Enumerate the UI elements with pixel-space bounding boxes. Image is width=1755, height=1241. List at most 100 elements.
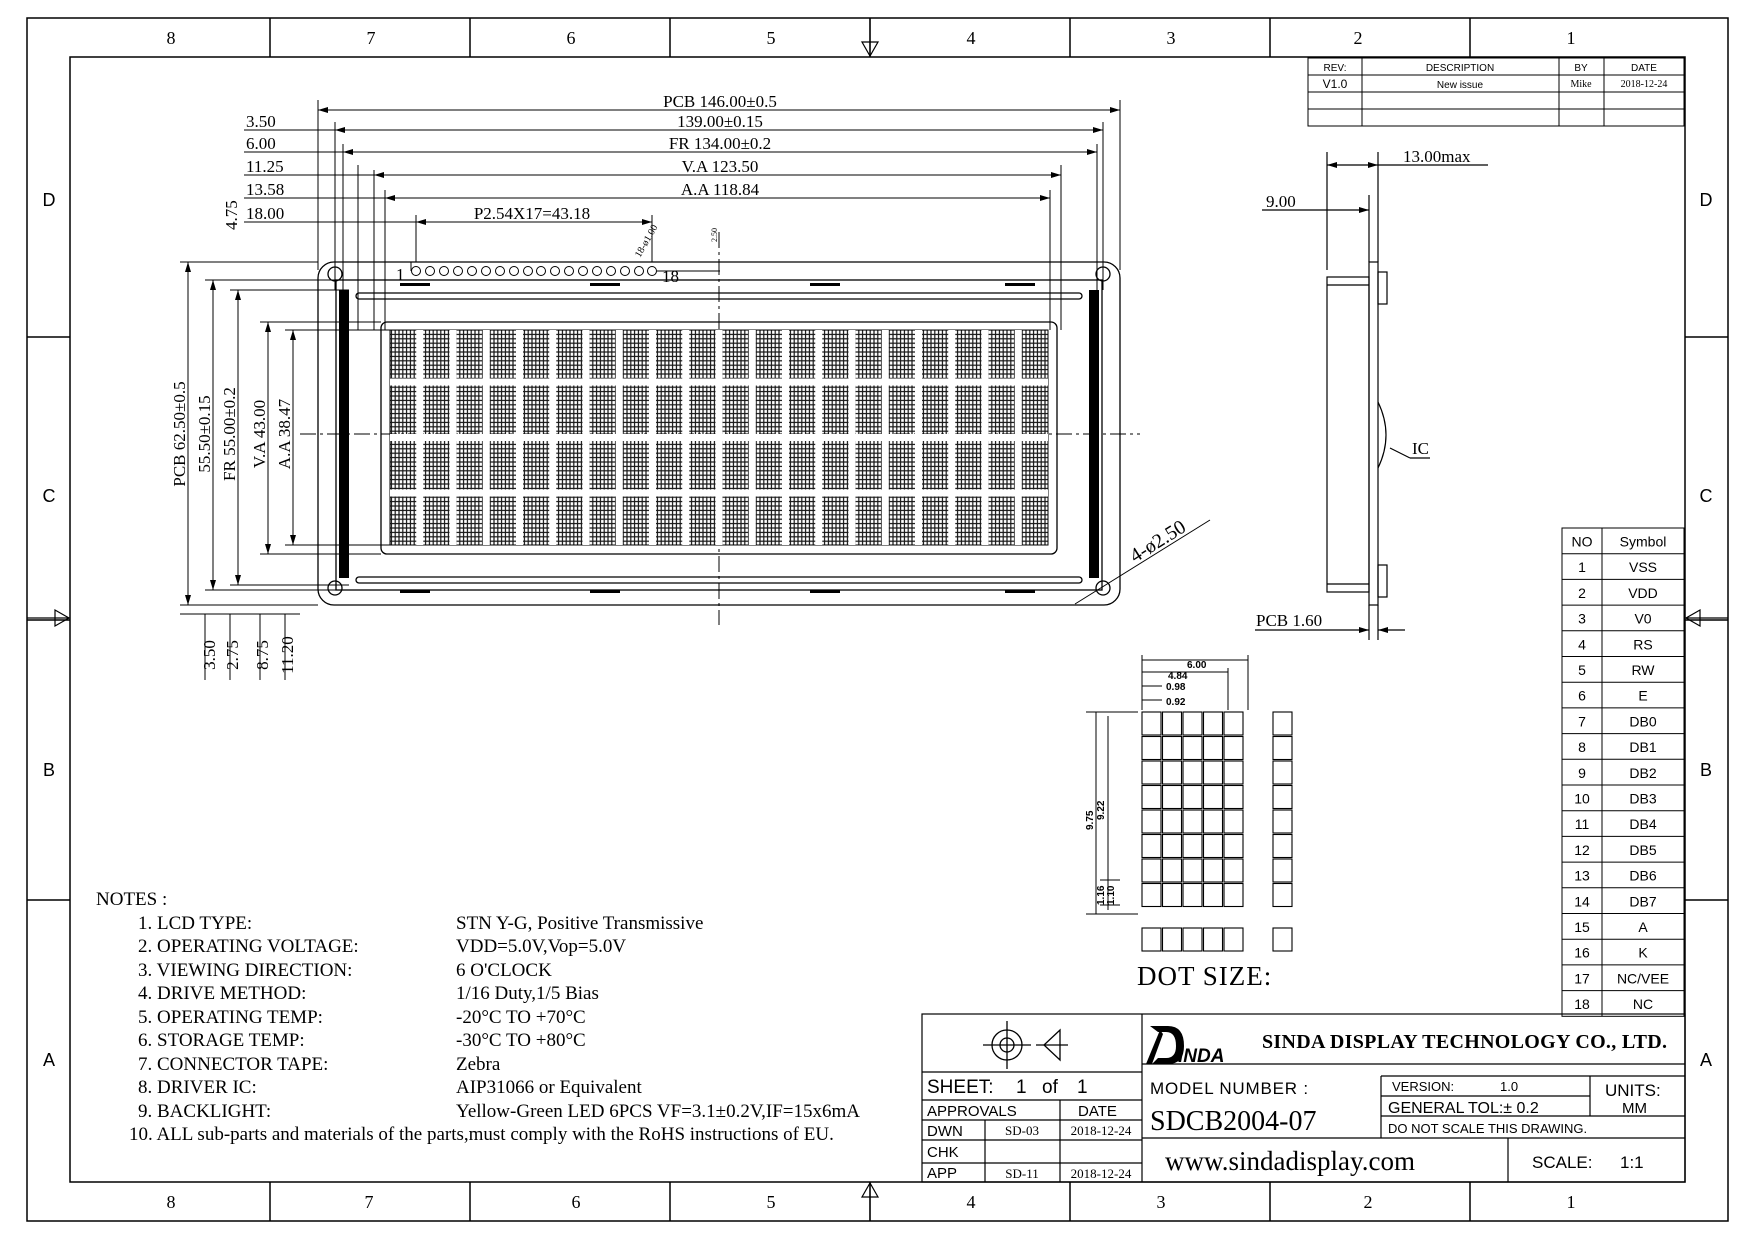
- pin-symbol: VDD: [1628, 585, 1658, 601]
- dot-dim: 9.75: [1085, 810, 1096, 830]
- dot-size-title: DOT SIZE:: [1137, 961, 1272, 991]
- model-number: SDCB2004-07: [1150, 1106, 1316, 1137]
- rev-cell: 2018-12-24: [1621, 79, 1668, 90]
- column-labels-bottom: 8 7 6 5 4 3 2 1: [167, 1192, 1576, 1212]
- notes: NOTES : 1. LCD TYPE:STN Y-G, Positive Tr…: [96, 888, 916, 1147]
- col-label: 2: [1354, 28, 1363, 48]
- row-label: C: [43, 486, 56, 506]
- dim-bottom-offset: 2.75: [223, 640, 242, 670]
- col-label: 5: [767, 1192, 776, 1212]
- pin-number: 8: [1578, 739, 1586, 755]
- units-label: UNITS:: [1605, 1081, 1661, 1100]
- rev-cell: Mike: [1570, 79, 1592, 90]
- dot-cell: [1272, 809, 1293, 834]
- notes-item: 3. VIEWING DIRECTION:6 O'CLOCK: [96, 959, 916, 983]
- row-label: D: [43, 190, 56, 210]
- dot-cell: [1182, 882, 1203, 908]
- dot-cell: [1161, 927, 1183, 952]
- dot-cell: [1223, 833, 1244, 859]
- dot-cell: [1141, 760, 1162, 785]
- pin-table-border: [1561, 527, 1685, 1017]
- col-label: 8: [167, 1192, 176, 1212]
- sheet-of: of: [1042, 1077, 1059, 1098]
- pin-number: 6: [1578, 688, 1586, 704]
- dot-cell: [1182, 927, 1203, 952]
- col-label: 7: [367, 28, 376, 48]
- row-label: B: [43, 760, 55, 780]
- pin-number: 7: [1578, 713, 1586, 729]
- dot-cell: [1141, 882, 1162, 908]
- title-block: INDA SINDA DISPLAY TECHNOLOGY CO., LTD. …: [921, 1013, 1686, 1183]
- dim-bottom-offset: 11.20: [278, 636, 297, 674]
- pin-number: 9: [1578, 765, 1586, 781]
- char-gap: [390, 378, 1048, 386]
- col-label: 6: [567, 28, 576, 48]
- notes-item: 9. BACKLIGHT: Yellow-Green LED 6PCS VF=3.…: [96, 1100, 916, 1124]
- pin-diameter-dim: 18-ø1.00: [633, 223, 660, 260]
- pin-symbol: K: [1638, 945, 1648, 961]
- side-max-dim: 13.00max: [1403, 147, 1471, 166]
- website: www.sindadisplay.com: [1165, 1146, 1415, 1176]
- sheet-total: 1: [1077, 1077, 1088, 1098]
- dim-left-offset: 13.58: [246, 180, 284, 199]
- rev-header: REV:: [1324, 63, 1347, 74]
- dot-cell: [1141, 711, 1162, 736]
- side-left-dim: 9.00: [1266, 192, 1296, 211]
- pin-symbol: DB4: [1629, 816, 1656, 832]
- dot-dim: 4.84: [1168, 671, 1188, 682]
- dim-frame-width: FR 134.00±0.2: [669, 134, 771, 153]
- version-label: VERSION:: [1392, 1079, 1454, 1094]
- row-label: B: [1700, 760, 1712, 780]
- dot-cell: [1161, 784, 1183, 810]
- pin-symbol: E: [1638, 688, 1647, 704]
- rev-header: BY: [1574, 63, 1588, 74]
- scale-value: 1:1: [1620, 1153, 1644, 1172]
- dot-cell: [1202, 809, 1224, 834]
- dot-cell: [1182, 760, 1203, 785]
- dot-cell: [1202, 927, 1224, 952]
- dim-bottom-offset: 8.75: [253, 640, 272, 670]
- dot-cell: [1202, 784, 1224, 810]
- pin-number: 17: [1574, 970, 1590, 986]
- pin-symbol: RS: [1633, 636, 1652, 652]
- notes-item-label: 5. OPERATING TEMP:: [138, 1006, 323, 1028]
- notes-item-value: -20°C TO +70°C: [456, 1006, 586, 1028]
- dot-cell: [1182, 784, 1203, 810]
- pin-number: 3: [1578, 611, 1586, 627]
- char-gap: [390, 489, 1048, 497]
- dim-active-area-height: A.A 38.47: [275, 398, 294, 469]
- notes-item-value: Yellow-Green LED 6PCS VF=3.1±0.2V,IF=15x…: [456, 1100, 860, 1122]
- revision-table: REV: DESCRIPTION BY DATE V1.0 New issue …: [1307, 57, 1685, 127]
- rev-header: DATE: [1631, 63, 1657, 74]
- notes-item-label: 3. VIEWING DIRECTION:: [138, 959, 353, 981]
- col-label: 3: [1157, 1192, 1166, 1212]
- notes-item-last: 10. ALL sub-parts and materials of the p…: [129, 1124, 834, 1145]
- dot-cell: [1272, 858, 1293, 883]
- notes-item-value: AIP31066 or Equivalent: [456, 1077, 642, 1098]
- model-label: MODEL NUMBER :: [1150, 1079, 1309, 1098]
- notes-item: 8. DRIVER IC:AIP31066 or Equivalent: [96, 1076, 916, 1100]
- pin-symbol: DB6: [1629, 868, 1656, 884]
- dot-cell: [1272, 784, 1293, 810]
- rev-cell: New issue: [1437, 80, 1484, 91]
- dim-left-offset: 3.50: [246, 112, 276, 131]
- pin-symbol: DB7: [1629, 893, 1656, 909]
- dot-cell: [1141, 833, 1162, 859]
- dot-cell: [1272, 882, 1293, 908]
- dot-cell: [1223, 809, 1244, 834]
- notes-item-label: 9. BACKLIGHT:: [138, 1100, 272, 1122]
- dot-cell: [1182, 735, 1203, 761]
- dot-cell: [1161, 760, 1183, 785]
- pin-number: 2: [1578, 585, 1586, 601]
- pin-header-symbol: Symbol: [1620, 534, 1667, 550]
- notes-item-label: 6. STORAGE TEMP:: [138, 1030, 305, 1051]
- dot-cell: [1161, 711, 1183, 736]
- dot-dim: 9.22: [1096, 800, 1107, 820]
- notes-item-value: VDD=5.0V,Vop=5.0V: [456, 936, 627, 957]
- col-label: 3: [1167, 28, 1176, 48]
- dot-size-detail: 6.00 4.84 0.98 0.92 9.75 9.22 1.16 1.10 …: [1085, 655, 1293, 991]
- dot-dim: 1.16: [1096, 885, 1107, 905]
- dot-cell: [1223, 784, 1244, 810]
- app-date: 2018-12-24: [1071, 1166, 1132, 1181]
